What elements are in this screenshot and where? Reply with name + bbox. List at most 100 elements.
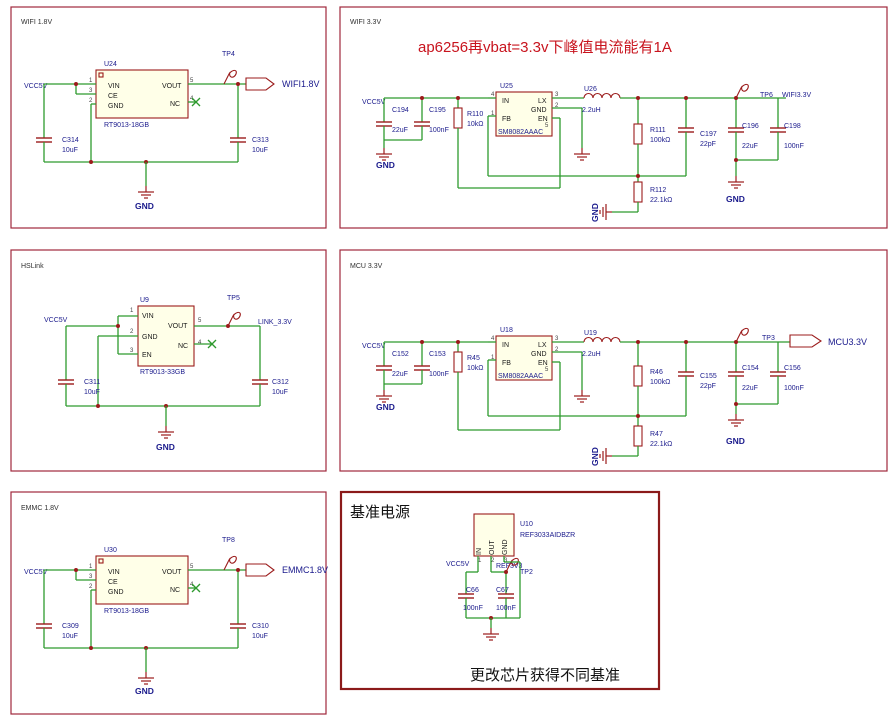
input-net-label: VCC5V <box>446 561 470 568</box>
ground-label: GND <box>376 402 395 412</box>
net-port-icon <box>245 563 275 577</box>
test-point-label: TP8 <box>222 537 235 544</box>
section-title: WIFI 3.3V <box>350 19 381 26</box>
resistor-bottom[interactable] <box>633 181 643 203</box>
test-point-icon[interactable] <box>223 555 237 571</box>
buck-u25[interactable] <box>495 91 553 137</box>
output-net-label: MCU3.3V <box>828 337 867 347</box>
net-port-icon <box>789 334 822 348</box>
cap-ref: C310 <box>252 623 269 630</box>
resistor-bottom[interactable] <box>633 425 643 447</box>
ldo-u30[interactable] <box>95 555 189 605</box>
pin-label: IN <box>476 548 483 555</box>
ref-label: U25 <box>500 83 513 90</box>
pin-label: EN <box>142 352 152 359</box>
test-point-icon[interactable] <box>735 327 749 343</box>
pin-number: 2 <box>555 347 559 353</box>
buck-u18[interactable] <box>495 335 553 381</box>
ref-label: U30 <box>104 547 117 554</box>
section-frame <box>10 491 327 715</box>
cap-value: 22pF <box>700 141 716 148</box>
cap-ref: C67 <box>496 587 509 594</box>
pin-number: 3 <box>89 88 93 94</box>
ground-label: GND <box>135 201 154 211</box>
cap-value: 10uF <box>62 633 78 640</box>
pin-number: 2 <box>491 558 495 564</box>
output-net-label: EMMC1.8V <box>282 565 328 575</box>
input-net-label: VCC5V <box>24 569 48 576</box>
pin-label: EN <box>538 116 548 123</box>
pin-number: 3 <box>504 558 508 564</box>
net-port-icon <box>245 77 275 91</box>
pin-number: 2 <box>555 103 559 109</box>
cap-value: 22uF <box>392 371 408 378</box>
test-point-icon[interactable] <box>227 311 241 327</box>
ref-label: U18 <box>500 327 513 334</box>
test-point-icon[interactable] <box>735 83 749 99</box>
cap-ref: C152 <box>392 351 409 358</box>
design-note: ap6256再vbat=3.3v下峰值电流能有1A <box>418 39 672 56</box>
part-label: SM8082AAAC <box>498 373 543 380</box>
ldo-u9[interactable] <box>137 305 195 367</box>
resistor-ref: R111 <box>650 127 666 134</box>
cap-value: 100nF <box>463 605 483 612</box>
inductor-ref: U26 <box>584 86 597 93</box>
resistor-ref: R46 <box>650 369 663 376</box>
resistor-top[interactable] <box>633 365 643 387</box>
part-label: SM8082AAAC <box>498 129 543 136</box>
cap-ref: C194 <box>392 107 409 114</box>
pin-label: CE <box>108 93 118 100</box>
cap-ref: C153 <box>429 351 446 358</box>
resistor-value: 22.1kΩ <box>650 441 672 448</box>
pin-number: 2 <box>130 329 134 335</box>
test-point-icon[interactable] <box>223 69 237 85</box>
input-net-label: VCC5V <box>44 317 68 324</box>
resistor-en[interactable] <box>453 107 463 129</box>
section-frame <box>339 490 661 691</box>
reference-u10[interactable] <box>473 513 515 557</box>
inductor-value: 2.2uH <box>582 351 601 358</box>
section-reference: 基准电源 U10 REF3033AIDBZR IN OUT GND 1 2 3 … <box>339 490 661 691</box>
cap-value: 22pF <box>700 383 716 390</box>
resistor-value: 10kΩ <box>467 121 484 128</box>
cap-ref: C195 <box>429 107 446 114</box>
output-net-label: WIFI3.3V <box>782 92 812 99</box>
cap-value: 10uF <box>84 389 100 396</box>
pin-number: 1 <box>491 355 495 361</box>
resistor-en[interactable] <box>453 351 463 373</box>
resistor-top[interactable] <box>633 123 643 145</box>
ldo-u24[interactable] <box>95 69 189 119</box>
part-label: RT9013-18GB <box>104 608 149 615</box>
cap-ref: C309 <box>62 623 79 630</box>
section-title: 基准电源 <box>350 504 410 521</box>
inductor-value: 2.2uH <box>582 107 601 114</box>
ref-label: U9 <box>140 297 149 304</box>
part-label: RT9013-18GB <box>104 122 149 129</box>
pin-number: 5 <box>198 318 202 324</box>
inductor-icon[interactable] <box>583 336 621 343</box>
cap-ref: C154 <box>742 365 759 372</box>
pin-number: 1 <box>89 564 93 570</box>
cap-ref: C156 <box>784 365 801 372</box>
pin-number: 4 <box>198 340 202 346</box>
input-net-label: VCC5V <box>362 99 386 106</box>
ground-label: GND <box>726 194 745 204</box>
cap-value: 100nF <box>784 385 804 392</box>
resistor-value: 100kΩ <box>650 379 670 386</box>
cap-ref: C198 <box>784 123 801 130</box>
test-point-label: TP2 <box>520 569 533 576</box>
pin-label: NC <box>170 101 180 108</box>
pin-number: 1 <box>491 111 495 117</box>
inductor-icon[interactable] <box>583 92 621 99</box>
cap-value: 10uF <box>252 633 268 640</box>
cap-ref: C311 <box>84 379 100 386</box>
ground-icon <box>137 671 155 685</box>
pin-label: OUT <box>489 540 496 556</box>
section-title: EMMC 1.8V <box>21 505 59 512</box>
pin-number: 3 <box>130 348 134 354</box>
cap-value: 22uF <box>742 143 758 150</box>
pin1-marker <box>98 72 104 78</box>
pin-number: 4 <box>190 96 194 102</box>
pin-number: 5 <box>545 123 549 129</box>
